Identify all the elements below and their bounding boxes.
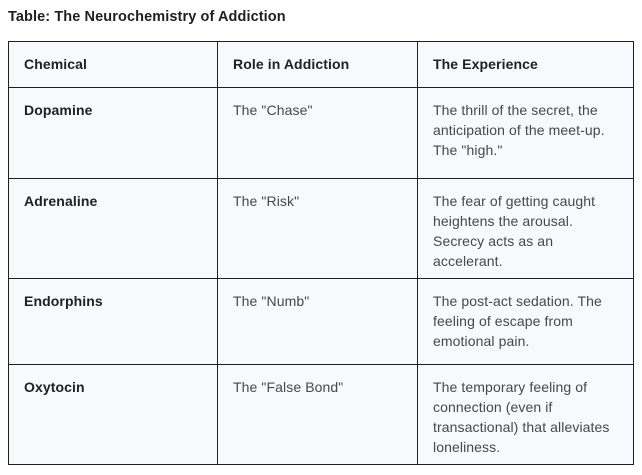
column-header-role: Role in Addiction (217, 41, 418, 88)
table-row-dopamine: Dopamine The "Chase" The thrill of the s… (8, 87, 634, 179)
experience-cell: The post-act sedation. The feeling of es… (417, 278, 634, 365)
table-header-row: Chemical Role in Addiction The Experienc… (8, 41, 634, 88)
page: Table: The Neurochemistry of Addiction C… (8, 9, 634, 465)
experience-cell: The fear of getting caught heightens the… (417, 178, 634, 279)
experience-cell: The temporary feeling of connection (eve… (417, 364, 634, 465)
chemical-cell: Dopamine (8, 87, 218, 179)
column-header-chemical: Chemical (8, 41, 218, 88)
role-cell: The "False Bond" (217, 364, 418, 465)
neurochemistry-table: Chemical Role in Addiction The Experienc… (8, 41, 634, 465)
role-cell: The "Chase" (217, 87, 418, 179)
experience-cell: The thrill of the secret, the anticipati… (417, 87, 634, 179)
chemical-cell: Endorphins (8, 278, 218, 365)
page-title: Table: The Neurochemistry of Addiction (8, 9, 286, 25)
table-row-oxytocin: Oxytocin The "False Bond" The temporary … (8, 364, 634, 465)
role-cell: The "Risk" (217, 178, 418, 279)
chemical-cell: Oxytocin (8, 364, 218, 465)
chemical-cell: Adrenaline (8, 178, 218, 279)
column-header-experience: The Experience (417, 41, 634, 88)
table-row-endorphins: Endorphins The "Numb" The post-act sedat… (8, 278, 634, 365)
table-row-adrenaline: Adrenaline The "Risk" The fear of gettin… (8, 178, 634, 279)
role-cell: The "Numb" (217, 278, 418, 365)
